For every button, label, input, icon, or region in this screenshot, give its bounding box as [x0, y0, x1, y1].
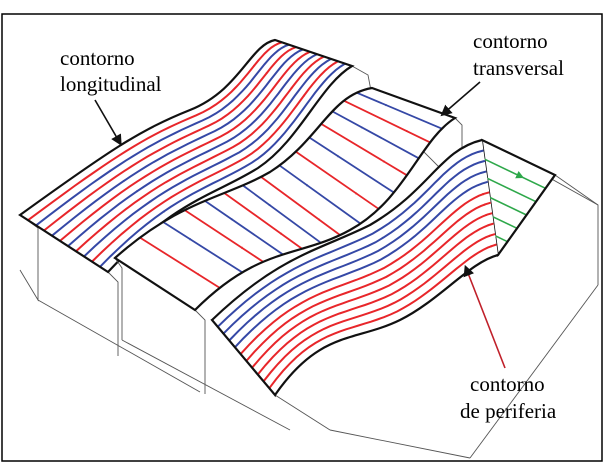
periferia-contour-arrow — [487, 245, 494, 248]
periferia-contour-arrow — [480, 203, 487, 207]
longitudinal-contour-arrow — [148, 196, 158, 203]
longitudinal-contour-arrow — [108, 165, 118, 173]
periferia-contour-line — [268, 243, 497, 389]
label-transversal-line1: contorno — [473, 29, 548, 53]
transversal-contour-arrow — [317, 218, 321, 221]
block-periferia — [210, 138, 599, 459]
end-face-hatch-line — [492, 215, 518, 230]
longitudinal-contour-line — [91, 60, 339, 263]
periferia-contour-line — [228, 170, 487, 342]
periferia-contour-line — [217, 149, 484, 328]
transversal-contour-arrow — [305, 184, 309, 187]
longitudinal-contour-arrow — [251, 63, 256, 70]
surface-transversal — [115, 88, 455, 310]
transversal-contour-line — [331, 110, 420, 160]
transversal-contour-arrow — [355, 192, 358, 195]
longitudinal-contour-line — [67, 53, 318, 247]
periferia-contour-line — [222, 159, 486, 335]
transversal-contour-arrow — [405, 129, 409, 133]
transversal-contour-line — [139, 236, 221, 289]
transversal-contour-line — [320, 123, 408, 177]
outline-longitudinal — [18, 38, 355, 274]
label-longitudinal-line2: longitudinal — [60, 72, 162, 96]
transversal-contour-line — [162, 221, 243, 274]
longitudinal-contour-arrow — [263, 71, 268, 77]
periferia-contour-arrow — [478, 193, 485, 196]
transversal-contour-line — [260, 176, 341, 236]
periferia-contour-line — [239, 191, 490, 355]
label-transversal-line2: transversal — [473, 56, 564, 80]
periferia-contour-line — [257, 222, 494, 376]
longitudinal-contour-line — [35, 43, 290, 227]
transversal-contour-line — [308, 136, 395, 194]
transversal-contour-line — [242, 184, 322, 244]
label-transversal: contorno transversal — [440, 29, 564, 117]
transversal-contour-line — [356, 91, 443, 130]
periferia-contour-line — [251, 212, 493, 369]
leader-periferia — [463, 264, 506, 369]
transversal-contour-arrow — [279, 232, 283, 235]
label-periferia-line1: contorno — [470, 372, 545, 396]
longitudinal-contour-arrow — [300, 93, 306, 101]
longitudinal-contour-line — [59, 50, 311, 242]
longitudinal-contour-arrow — [121, 176, 132, 183]
periferia-contour-line — [234, 180, 489, 348]
transversal-contour-line — [204, 200, 284, 256]
longitudinal-contour-line — [27, 41, 283, 222]
end-face-hatch-line — [489, 196, 527, 216]
longitudinal-contour-line — [83, 58, 332, 258]
longitudinal-contour-line — [99, 62, 346, 268]
outline-periferia — [210, 138, 557, 397]
transversal-contour-arrow — [359, 126, 363, 129]
longitudinal-contour-arrow — [275, 78, 281, 85]
label-periferia: contorno de periferia — [460, 264, 557, 423]
transversal-contour-arrow — [383, 104, 387, 107]
block-longitudinal — [18, 38, 373, 393]
leader-transversal — [440, 81, 481, 117]
longitudinal-contour-line — [43, 46, 297, 232]
label-longitudinal: contorno longitudinal — [60, 46, 162, 146]
label-periferia-line2: de periferia — [460, 399, 557, 423]
end-face-hatch-line — [486, 177, 537, 203]
transversal-contour-line — [343, 99, 431, 144]
longitudinal-contour-arrow — [288, 86, 293, 93]
longitudinal-contour-line — [75, 55, 325, 253]
figure-frame — [1, 13, 603, 462]
transversal-contour-line — [184, 209, 264, 263]
periferia-contour-arrow — [484, 224, 490, 228]
transversal-contour-arrow — [382, 160, 386, 163]
leader-longitudinal — [94, 99, 122, 146]
transversal-contour-arrow — [188, 238, 192, 241]
surface-longitudinal — [20, 40, 352, 272]
longitudinal-contour-line — [51, 48, 304, 237]
transversal-contour-line — [223, 192, 303, 250]
transversal-contour-arrow — [267, 203, 271, 207]
transversal-contour-arrow — [229, 217, 233, 221]
periferia-contour-arrow — [485, 234, 492, 238]
outline-transversal — [113, 86, 458, 312]
transversal-contour-line — [278, 164, 362, 225]
block-transversal — [113, 86, 463, 431]
periferia-contour-line — [262, 233, 496, 383]
label-longitudinal-line1: contorno — [60, 46, 135, 70]
end-face-arrow — [515, 170, 525, 179]
transversal-contour-line — [295, 150, 380, 210]
end-face-hatch-line — [484, 158, 546, 190]
end-face-hatch-line — [494, 235, 508, 243]
transversal-contour-arrow — [240, 246, 244, 249]
transversal-contour-arrow — [336, 155, 340, 158]
periferia-contour-line — [245, 201, 491, 362]
longitudinal-contour-arrow — [135, 186, 145, 193]
longitudinal-contour-arrow — [162, 206, 171, 213]
transversal-contour-arrow — [197, 272, 200, 276]
periferia-contour-arrow — [482, 214, 489, 217]
